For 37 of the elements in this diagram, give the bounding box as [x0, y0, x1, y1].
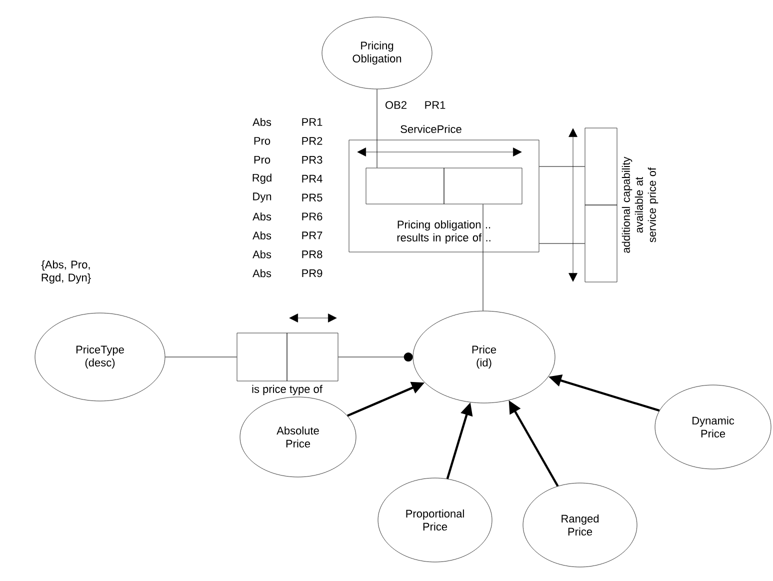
instance-value: PR1 — [425, 101, 446, 109]
mandatory-role-line — [338, 352, 413, 362]
objectified-fact-box: ServicePrice Pricing obligation .. results in price of .. — [348, 124, 540, 252]
role-line — [538, 243, 586, 244]
instance-value: PR1 — [302, 118, 322, 126]
instance-value: Abs — [252, 231, 272, 240]
role-box — [584, 128, 618, 206]
role-line — [482, 204, 484, 312]
instance-value: Pro — [254, 156, 270, 164]
role-box — [236, 332, 288, 382]
instance-value: OB2 — [386, 101, 406, 109]
instance-value: Abs — [252, 212, 272, 221]
instance-value: PR2 — [302, 137, 322, 145]
role-box — [366, 168, 444, 204]
instance-value: PR7 — [302, 232, 322, 240]
instance-value: Dyn — [253, 192, 272, 203]
instance-value: Rgd — [252, 174, 272, 184]
instance-value: PR3 — [302, 156, 322, 164]
role-line — [376, 88, 378, 168]
instance-value: PR9 — [302, 269, 322, 278]
instance-value: Abs — [252, 118, 272, 126]
instance-value: PR4 — [302, 174, 322, 182]
value-constraint: {Abs, Pro, Rgd, Dyn} — [41, 260, 91, 284]
role-box — [584, 204, 618, 282]
instance-value: Pro — [254, 137, 270, 145]
instance-value: PR6 — [302, 212, 322, 220]
role-box — [286, 332, 338, 382]
instance-value: PR5 — [302, 194, 322, 202]
role-line — [164, 356, 238, 358]
node-label: ServicePrice — [400, 124, 462, 134]
instance-value: Abs — [252, 269, 272, 278]
role-line — [538, 166, 586, 167]
instance-value: Abs — [252, 250, 272, 258]
instance-value: PR8 — [302, 250, 322, 258]
fact-reading: is price type of — [252, 384, 322, 396]
fact-reading: additional capability available at service price of — [622, 156, 658, 253]
role-box — [444, 168, 522, 204]
